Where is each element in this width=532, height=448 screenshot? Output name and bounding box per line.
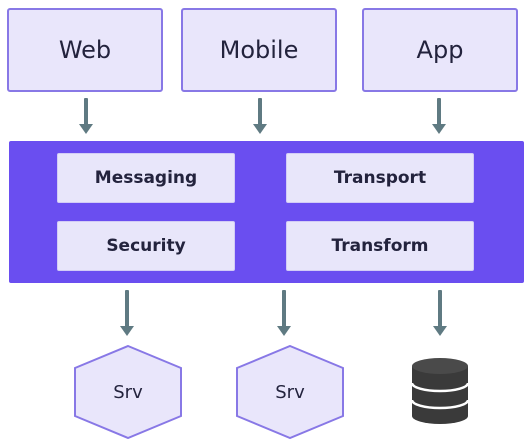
module-messaging-label: Messaging bbox=[94, 168, 198, 188]
module-security: Security bbox=[57, 221, 235, 271]
service-node-1: Srv bbox=[73, 345, 183, 439]
service-node-2: Srv bbox=[235, 345, 345, 439]
client-mobile-label: Mobile bbox=[219, 36, 299, 64]
client-app: App bbox=[362, 8, 518, 92]
hexagon-shape bbox=[236, 345, 344, 439]
module-transport: Transport bbox=[286, 153, 474, 203]
hexagon-shape bbox=[74, 345, 182, 439]
arrow-web-to-platform bbox=[79, 98, 93, 134]
arrow-mobile-to-platform bbox=[253, 98, 267, 134]
arrow-platform-to-service-1 bbox=[120, 290, 134, 336]
module-transport-label: Transport bbox=[333, 168, 427, 188]
client-web-label: Web bbox=[58, 36, 112, 64]
module-transform-label: Transform bbox=[331, 236, 429, 256]
arrow-app-to-platform bbox=[432, 98, 446, 134]
client-app-label: App bbox=[416, 36, 464, 64]
module-messaging: Messaging bbox=[57, 153, 235, 203]
database-icon bbox=[410, 356, 470, 426]
service-2-label: Srv bbox=[275, 381, 305, 403]
arrow-platform-to-service-2 bbox=[277, 290, 291, 336]
client-mobile: Mobile bbox=[181, 8, 337, 92]
arrow-platform-to-database bbox=[433, 290, 447, 336]
client-web: Web bbox=[7, 8, 163, 92]
module-security-label: Security bbox=[106, 236, 186, 256]
module-transform: Transform bbox=[286, 221, 474, 271]
service-1-label: Srv bbox=[113, 381, 143, 403]
